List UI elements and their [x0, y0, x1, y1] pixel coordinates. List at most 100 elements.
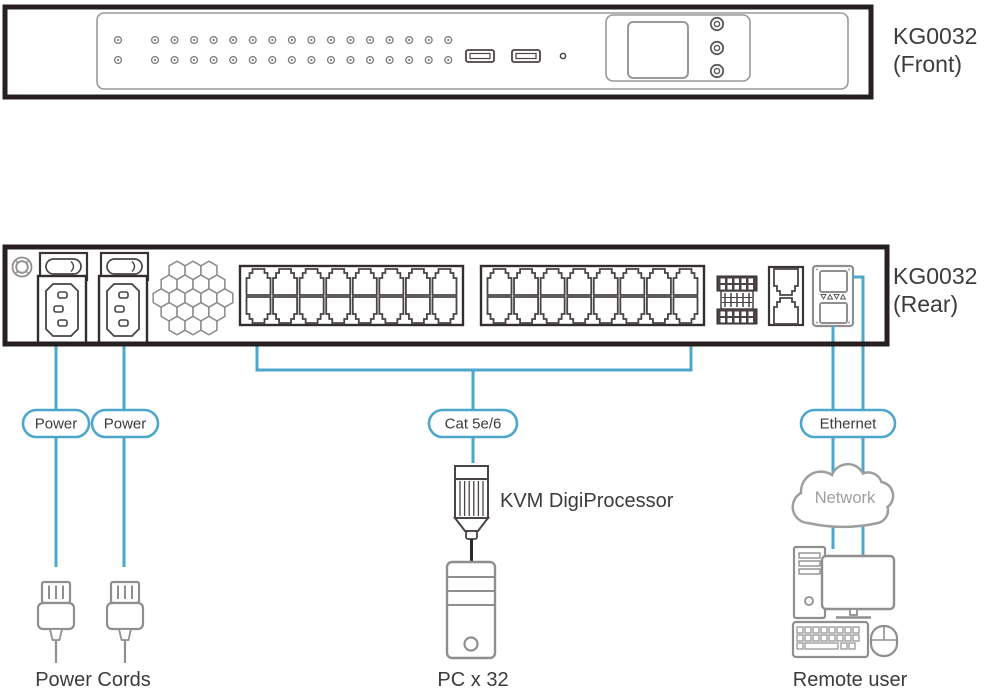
- keyboard-key: [820, 634, 828, 642]
- led-dot: [173, 38, 176, 42]
- rj45-port: [592, 296, 619, 324]
- rj45-port: [405, 268, 431, 296]
- dip-cell: [727, 318, 732, 323]
- dip-cell: [741, 318, 746, 323]
- led-dot: [271, 58, 274, 62]
- user-monitor: [820, 554, 896, 611]
- fan-hex-cell: [200, 315, 218, 336]
- rear-device: KG0032 (Rear): [2, 244, 977, 347]
- led-dot: [232, 38, 235, 42]
- rj45-port: [272, 268, 298, 296]
- front-led-array: [113, 35, 453, 65]
- keyboard-key: [796, 626, 804, 634]
- reset-button: [559, 52, 567, 60]
- led-dot: [408, 38, 411, 42]
- dip-cell: [748, 278, 753, 283]
- rj45-port: [298, 268, 325, 296]
- led-dot: [408, 58, 411, 62]
- led-dot: [388, 58, 391, 62]
- rj45-port: [431, 296, 458, 324]
- kvm-ribs: [459, 481, 484, 516]
- keyboard-key: [852, 626, 860, 634]
- ground-screw-icon: [11, 256, 33, 278]
- keyboard-key: [828, 634, 836, 642]
- dip-cell: [734, 311, 739, 316]
- pc-tower: PC x 32: [437, 560, 509, 688]
- keyboard-key: [852, 634, 860, 642]
- usb-port-1: [465, 49, 495, 63]
- lan-port-module: [767, 265, 805, 327]
- fan-grille-icon: [152, 260, 234, 336]
- cloud-icon: [791, 462, 895, 529]
- keyboard-key: [796, 642, 804, 650]
- keyboard-spacebar: [804, 642, 839, 650]
- keyboard-key: [812, 626, 820, 634]
- power-cord-icon-1: [36, 580, 76, 665]
- rj45-port: [513, 268, 539, 296]
- cat-ports: [245, 268, 699, 324]
- rj45-port: [378, 268, 405, 296]
- led-dot: [290, 58, 293, 62]
- rj45-port: [646, 296, 672, 324]
- network-label: Network: [815, 489, 876, 507]
- usb-port-2: [511, 49, 541, 63]
- lan-rj45-port: [773, 268, 799, 296]
- rj45-port: [245, 268, 272, 296]
- rj45-port: [405, 296, 431, 324]
- ethernet-pill: [799, 408, 897, 439]
- dip-cell: [734, 285, 739, 290]
- dip-cell: [748, 311, 753, 316]
- rj45-port: [566, 268, 593, 296]
- led-dot: [388, 38, 391, 42]
- keyboard-key: [820, 626, 828, 634]
- power-pill-2-label: Power: [104, 416, 147, 433]
- dip-cell: [727, 278, 732, 283]
- power-pill-1-label: Power: [35, 416, 78, 433]
- kvm-digiprocessor: KVM DigiProcessor: [452, 465, 674, 563]
- rj45-port: [672, 268, 699, 296]
- power-socket-1: [36, 274, 88, 345]
- cat-pill-label: Cat 5e/6: [445, 416, 502, 433]
- panel-buttons: [709, 16, 725, 79]
- power-cords: Power Cords: [35, 580, 151, 688]
- keyboard-key: [844, 626, 852, 634]
- power-pill-1: [21, 408, 91, 439]
- power-cord-icon-2: [105, 580, 145, 665]
- dip-cell: [720, 311, 725, 316]
- dip-cell: [720, 285, 725, 290]
- keyboard-key: [804, 626, 812, 634]
- led-dot: [173, 58, 176, 62]
- dip-cell: [734, 318, 739, 323]
- dip-switch-block: [716, 275, 758, 325]
- rj45-port: [245, 296, 272, 324]
- dip-cell: [741, 285, 746, 290]
- led-dot: [232, 58, 235, 62]
- rj45-port: [486, 296, 513, 324]
- rj45-port: [646, 268, 672, 296]
- led-dot: [329, 38, 333, 42]
- led-dot: [447, 38, 450, 42]
- led-dot: [153, 38, 157, 42]
- keyboard-key: [836, 626, 844, 634]
- keyboard-key: [796, 634, 804, 642]
- ethernet-cable-stub: [831, 275, 865, 344]
- front-device-model: KG0032: [893, 23, 977, 49]
- remote-user: Remote user: [791, 545, 908, 688]
- rj45-port: [539, 296, 566, 324]
- front-device-view: (Front): [893, 51, 962, 77]
- network-cloud: Network: [791, 462, 895, 529]
- power-socket-2: [97, 274, 149, 345]
- kvm-cap: [454, 465, 489, 480]
- led-dot: [251, 58, 254, 62]
- led-dot: [116, 58, 120, 62]
- dip-cell: [748, 285, 753, 290]
- fan-hex-cell: [168, 315, 186, 336]
- dip-cell: [741, 311, 746, 316]
- led-dot: [310, 58, 313, 62]
- rj45-port: [325, 268, 352, 296]
- rear-device-view: (Rear): [893, 291, 958, 317]
- keyboard-key: [844, 634, 852, 642]
- dip-cell: [734, 278, 739, 283]
